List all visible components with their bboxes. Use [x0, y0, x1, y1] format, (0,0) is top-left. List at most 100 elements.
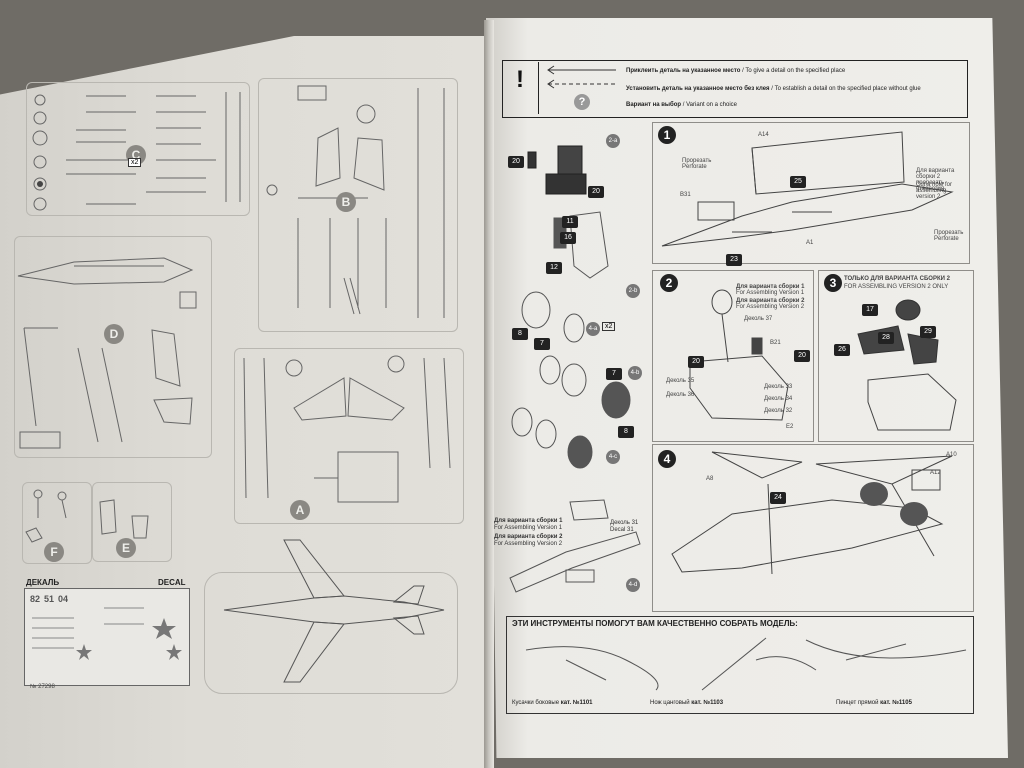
step3-tag-28: 28: [878, 332, 894, 344]
sprue-b-frame: [258, 78, 458, 332]
decal31-note-en: Decal 31: [610, 527, 634, 533]
right-page: [486, 18, 1008, 758]
legend-row-2: Установить деталь на указанное место без…: [626, 86, 921, 92]
decal-sheet: [24, 588, 190, 686]
legend-symbol-column: [504, 62, 539, 114]
legend-row-3: Вариант на выбор / Variant on a choice: [626, 102, 738, 108]
step-2-number: 2: [660, 274, 678, 292]
step1-variant2-ru: Для варианта сборки 2 прорезать отверсти…: [916, 168, 955, 192]
decal-title-en: DECAL: [158, 578, 186, 587]
cockpit-detail-4d: [509, 499, 641, 593]
step2-decal34: Деколь 34: [764, 396, 793, 402]
step1-b31: B31: [680, 192, 691, 198]
step1-cut2-en: Perforate: [934, 236, 959, 242]
step2-decal36: Деколь 36: [666, 392, 695, 398]
step2-variant2-ru: Для варианта сборки 2: [736, 298, 805, 304]
version-note-2: Для варианта сборки 2: [494, 534, 563, 540]
step2-tag-20-b: 20: [794, 350, 810, 362]
tool-3-caption: Пинцет прямой кат. №1105: [836, 700, 912, 706]
decal-code: № 27298: [30, 684, 55, 690]
step4-a10: A10: [946, 452, 957, 458]
tag-12: 12: [546, 262, 562, 274]
multiplier-x2: x2: [602, 322, 616, 331]
legend-arrows: [547, 65, 616, 89]
step3-tag-17: 17: [862, 304, 878, 316]
sprue-d-parts: [17, 257, 197, 449]
decal-stars: [32, 607, 182, 660]
step2-variant1-en: For Assembling Version 1: [736, 290, 805, 296]
tools-heading: ЭТИ ИНСТРУМЕНТЫ ПОМОГУТ ВАМ КАЧЕСТВЕННО …: [512, 619, 798, 628]
sprue-letter-f: F: [44, 542, 64, 562]
substep-4c: 4-c: [606, 450, 620, 464]
substep-4a: 4-a: [586, 322, 600, 336]
step-4-number: 4: [658, 450, 676, 468]
substep-4b: 4-b: [628, 366, 642, 380]
multiplier-label: x2: [128, 158, 142, 167]
sprue-e-frame: [92, 482, 172, 562]
step3-tag-29: 29: [920, 326, 936, 338]
step3-title-ru: ТОЛЬКО ДЛЯ ВАРИАНТА СБОРКИ 2: [844, 276, 950, 282]
sprue-b-parts: [266, 85, 445, 318]
step-3-number: 3: [824, 274, 842, 292]
step3-tag-26: 26: [834, 344, 850, 356]
decal-number-3: 04: [58, 594, 69, 604]
sprue-letter-b: B: [336, 192, 356, 212]
step-2-frame: [652, 270, 814, 442]
step2-decal35: Деколь 35: [666, 378, 695, 384]
decal-number-1: 82: [30, 594, 41, 604]
substep-2b: 2-b: [626, 284, 640, 298]
sprue-f-parts: [25, 489, 67, 543]
step-1-frame: [652, 122, 970, 264]
version-note-1-en: For Assembling Version 1: [494, 525, 563, 531]
tag-20-a: 20: [508, 156, 524, 168]
step2-variant2-en: For Assembling Version 2: [736, 304, 805, 310]
tag-20-b: 20: [588, 186, 604, 198]
step-2-cockpit: [689, 289, 789, 421]
step1-cut-en: Perforate: [682, 164, 707, 170]
sprue-letter-a: A: [290, 500, 310, 520]
tag-11: 11: [562, 216, 578, 228]
tag-8-b: 8: [618, 426, 634, 438]
tag-7-a: 7: [534, 338, 550, 350]
sprue-e-parts: [99, 499, 149, 539]
tools-illustrations: [525, 637, 967, 691]
step-4-assembly: [671, 451, 953, 575]
tag-16: 16: [560, 232, 576, 244]
step3-title-en: FOR ASSEMBLING VERSION 2 ONLY: [844, 284, 949, 290]
tool-1-caption: Кусачки боковые кат. №1101: [512, 700, 593, 706]
step2-variant1-ru: Для варианта сборки 1: [736, 284, 805, 290]
step1-variant2-en: Cut a hole for assembling version 2: [916, 182, 953, 200]
sprue-a-frame: [234, 348, 464, 524]
step1-a1: A1: [806, 240, 814, 246]
sprue-c-frame: [26, 82, 250, 216]
substep-2a: 2-a: [606, 134, 620, 148]
legend-exclamation-icon: !: [516, 66, 524, 93]
legend-row-1: Приклеить деталь на указанное место / To…: [626, 68, 846, 74]
step4-a8: A8: [706, 476, 714, 482]
decal-title-ru: ДЕКАЛЬ: [26, 578, 60, 587]
step-4-frame: [652, 444, 974, 612]
sprue-letter-d: D: [104, 324, 124, 344]
decal-number-2: 51: [44, 594, 55, 604]
step4-tag-24: 24: [770, 492, 786, 504]
tag-7-b: 7: [606, 368, 622, 380]
version-note-1: Для варианта сборки 1: [494, 518, 563, 524]
decal31-note: Деколь 31: [610, 520, 639, 526]
step1-tag-25: 25: [790, 176, 806, 188]
step-1-number: 1: [658, 126, 676, 144]
step1-cut2-ru: Прорезать: [934, 230, 964, 236]
sprue-a-parts: [243, 355, 451, 503]
substep-4d: 4-d: [626, 578, 640, 592]
step2-decal33: Деколь 33: [764, 384, 793, 390]
step4-a12: A12: [930, 470, 941, 476]
sprue-c-parts: [32, 92, 241, 211]
step2-decal32: Деколь 32: [764, 408, 793, 414]
step1-cut-ru: Прорезать: [682, 158, 712, 164]
sprue-letter-e: E: [116, 538, 136, 558]
tag-8-a: 8: [512, 328, 528, 340]
tools-frame: [506, 616, 974, 714]
step2-decal37: Деколь 37: [744, 316, 773, 322]
step-3-frame: [818, 270, 974, 442]
version-note-2-en: For Assembling Version 2: [494, 541, 563, 547]
aircraft-top-view: [223, 539, 445, 683]
